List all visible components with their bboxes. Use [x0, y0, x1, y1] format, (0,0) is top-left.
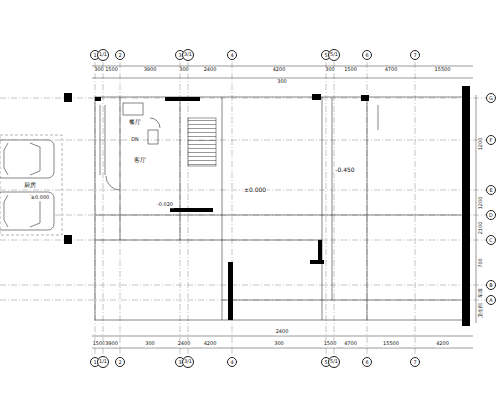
axis-label: D	[489, 213, 493, 218]
axis-bubble: 3/1	[182, 49, 194, 61]
dimension-lines	[92, 66, 476, 348]
axis-bubble: 5/1	[328, 356, 340, 368]
dimension-label: 3900	[104, 341, 119, 347]
axis-bubble: 5/1	[328, 49, 340, 61]
dimension-label: 15500	[382, 341, 400, 347]
axis-bubble: 6	[362, 357, 372, 367]
dimension-label: 车库	[478, 287, 484, 299]
axis-bubble: 6	[362, 50, 372, 60]
room-label: -0.450	[334, 167, 355, 174]
axis-label: F	[490, 138, 493, 143]
axis-label: 3/1	[184, 52, 192, 57]
dimension-label: 3900	[143, 67, 158, 73]
dimension-label: 15500	[434, 67, 452, 73]
axis-bubble: A	[486, 295, 496, 305]
dimension-label: 300	[93, 67, 105, 73]
dimension-label: 1500	[343, 67, 358, 73]
dimension-label: 2100	[478, 220, 484, 235]
room-label: 客厅	[133, 157, 147, 164]
dimension-label: 300	[324, 67, 336, 73]
axis-lines	[0, 62, 487, 356]
axis-bubble: 7	[410, 50, 420, 60]
dimension-label: 4200	[203, 341, 218, 347]
axis-bubble: 2	[115, 357, 125, 367]
axis-bubble: 3/1	[182, 356, 194, 368]
axis-bubble: 1/1	[97, 356, 109, 368]
axis-label: 2	[118, 53, 121, 58]
axis-bubble: 7	[410, 357, 420, 367]
axis-label: 1/1	[99, 52, 107, 57]
columns	[64, 86, 470, 326]
dimension-label: 300	[276, 79, 288, 85]
axis-bubble: F	[486, 135, 496, 145]
axis-label: 6	[365, 360, 368, 365]
dimension-label: 300	[273, 341, 285, 347]
axis-label: 7	[413, 360, 416, 365]
axis-label: A	[489, 298, 492, 303]
axis-label: 4	[230, 360, 233, 365]
axis-label: 5/1	[330, 359, 338, 364]
axis-bubble: 4	[227, 50, 237, 60]
dimension-label: 4200	[272, 67, 287, 73]
dimension-label: 1500	[104, 67, 119, 73]
room-label: ±0.000	[243, 187, 267, 194]
axis-label: 3/1	[184, 359, 192, 364]
dimension-label: 4700	[384, 67, 399, 73]
axis-bubble: G	[486, 93, 496, 103]
axis-label: 2	[118, 360, 121, 365]
dimension-label: 4200	[435, 341, 450, 347]
axis-label: C	[489, 238, 493, 243]
garage-outline	[0, 135, 62, 235]
axis-label: E	[489, 188, 492, 193]
axis-label: 4	[230, 53, 233, 58]
dimension-label: 1200	[478, 137, 484, 152]
room-label: 餐厅	[128, 119, 142, 126]
dimension-label: 700	[478, 257, 484, 269]
axis-label: 1/1	[99, 359, 107, 364]
axis-label: 6	[365, 53, 368, 58]
axis-bubble: C	[486, 235, 496, 245]
dimension-label: 2400	[177, 341, 192, 347]
dimension-label: 1200	[478, 195, 484, 210]
axis-bubble: D	[486, 210, 496, 220]
room-label: 厨房	[23, 182, 37, 189]
stair	[188, 118, 216, 166]
elevation-label: DN	[130, 137, 140, 143]
axis-bubble: E	[486, 185, 496, 195]
cars	[0, 140, 54, 230]
axis-label: B	[489, 283, 492, 288]
axis-label: 7	[413, 53, 416, 58]
dimension-label: 4700	[343, 341, 358, 347]
dimension-label: 2400	[275, 329, 290, 335]
elevation-label: -0.020	[156, 202, 174, 208]
dimension-label: 300	[144, 341, 156, 347]
axis-bubble: 4	[227, 357, 237, 367]
elevation-label: ±0.000	[30, 195, 51, 201]
dimension-label: 卫生间	[478, 302, 484, 319]
dimension-label: 2400	[203, 67, 218, 73]
dimension-label: 300	[178, 67, 190, 73]
axis-bubble: B	[486, 280, 496, 290]
axis-bubble: 2	[115, 50, 125, 60]
dimension-label: 1500	[323, 341, 338, 347]
wall-lines	[95, 97, 465, 320]
axis-bubble: 1/1	[97, 49, 109, 61]
axis-label: G	[489, 96, 493, 101]
axis-label: 5/1	[330, 52, 338, 57]
